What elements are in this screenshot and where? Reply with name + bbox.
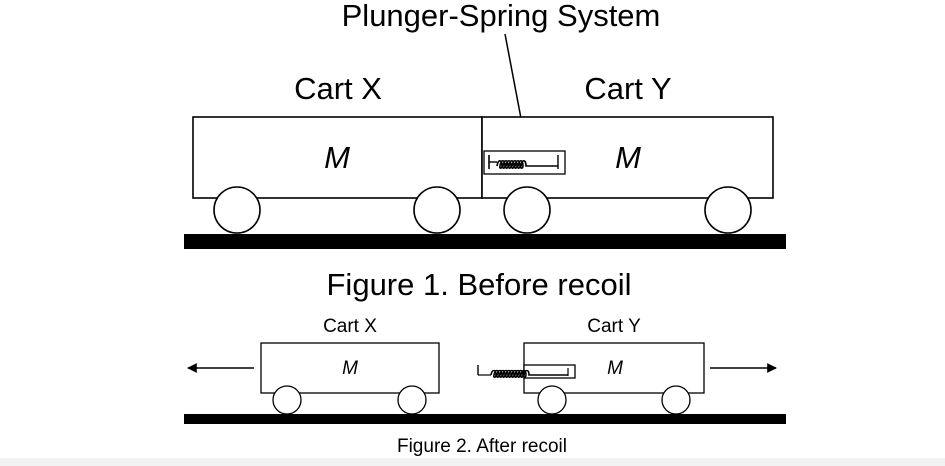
figure-2: Cart X Cart Y M M Figure 2. After recoil bbox=[184, 316, 786, 457]
plunger-spring-compressed bbox=[483, 150, 566, 175]
ground-track-1 bbox=[184, 234, 786, 249]
cart-y-wheel-left bbox=[503, 186, 551, 234]
cart-x-wheel-left-small bbox=[272, 385, 302, 415]
bottom-strip bbox=[0, 458, 945, 466]
cart-y-label-small: Cart Y bbox=[587, 316, 641, 337]
spring-coil-extended bbox=[490, 369, 568, 379]
cart-x-label: Cart X bbox=[294, 71, 382, 106]
ground-track-2 bbox=[184, 414, 786, 424]
cart-x-wheel-right bbox=[413, 186, 461, 234]
cart-x-wheel-left bbox=[213, 186, 261, 234]
cart-x-mass-label-small: M bbox=[342, 358, 358, 379]
cart-y-wheel-right bbox=[704, 186, 752, 234]
plunger-spring-extended bbox=[477, 364, 576, 379]
cart-y-mass-label: M bbox=[615, 140, 641, 175]
cart-y-wheel-left-small bbox=[537, 385, 567, 415]
cart-y-mass-label-small: M bbox=[607, 358, 623, 379]
cart-x-mass-label: M bbox=[324, 140, 350, 175]
cart-x-body-small bbox=[260, 342, 440, 394]
figure-1-caption: Figure 1. Before recoil bbox=[327, 267, 632, 302]
cart-y-label: Cart Y bbox=[584, 71, 671, 106]
cart-x-body bbox=[192, 116, 483, 199]
spring-coil-compressed bbox=[496, 159, 558, 170]
plunger-spring-label: Plunger-Spring System bbox=[342, 0, 661, 33]
cart-x-wheel-right-small bbox=[397, 385, 427, 415]
figure-1: Plunger-Spring System Cart X Cart Y M M … bbox=[184, 0, 786, 302]
cart-x-label-small: Cart X bbox=[323, 316, 377, 337]
figure-2-caption: Figure 2. After recoil bbox=[397, 436, 567, 457]
plunger-housing-small bbox=[523, 364, 576, 379]
cart-y-wheel-right-small bbox=[661, 385, 691, 415]
